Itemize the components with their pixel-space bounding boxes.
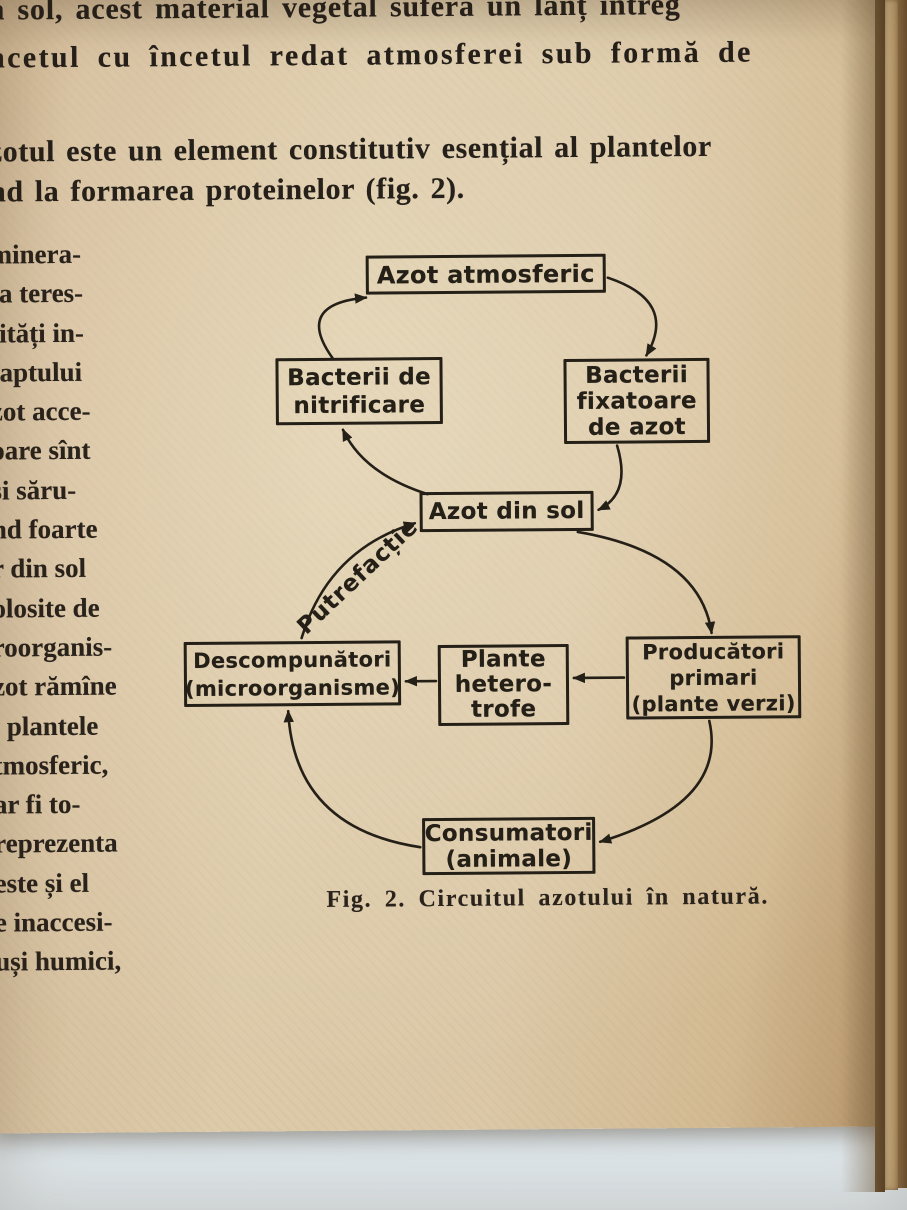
left-column-line: olosite de <box>0 592 100 624</box>
figure-caption: Fig. 2. Circuitul azotului în natură. <box>326 883 770 913</box>
body-text-line: zotul este un element constitutiv esenți… <box>0 129 712 169</box>
left-text-column: minera- ța teres- tități in- faptului zo… <box>0 234 181 982</box>
left-column-line: uși humici, <box>0 945 122 977</box>
arrow-producatori-to-consumatori <box>598 719 713 844</box>
left-column-line: e inaccesi- <box>0 906 113 938</box>
arrow-consumatori-to-descompunatori <box>283 709 422 849</box>
figure-box-azot-din-sol: Azot din sol <box>419 490 594 533</box>
left-column-line: r din sol <box>0 553 87 584</box>
left-column-line: nd foarte <box>0 513 98 545</box>
cycle-arrows <box>283 276 716 849</box>
figure-box-producatori-primari: Producători primari (plante verzi) <box>625 635 802 720</box>
body-text-line: n sol, acest material vegetal suferă un … <box>0 0 681 27</box>
left-column-line: ța teres- <box>0 278 84 309</box>
left-column-line: reprezenta <box>0 828 118 859</box>
left-column-line: , plantele <box>0 710 99 742</box>
arrow-fixatoare-to-azot-din-sol <box>597 444 623 512</box>
left-column-line: tmosferic, <box>0 749 109 781</box>
left-column-line: și săru- <box>0 474 77 506</box>
page-curl-shadow <box>841 0 877 1192</box>
left-column-line: roorganis- <box>0 631 113 663</box>
arrow-azot-din-sol-to-nitrificare <box>341 428 429 496</box>
left-column-line: este și el <box>0 867 90 899</box>
left-column-line: faptului <box>0 356 83 388</box>
left-column-line: ar fi to- <box>0 789 81 820</box>
nitrogen-cycle-diagram: Azot atmosferic Bacterii de nitrificare … <box>178 242 815 909</box>
arrow-nitrificare-to-atmosferic <box>317 293 368 360</box>
figure-box-bacterii-fixatoare: Bacterii fixatoare de azot <box>563 357 711 445</box>
arrow-putrefactie-to-azot-din-sol <box>300 521 417 640</box>
book-edge-outer <box>898 0 907 1188</box>
left-column-line: zot acce- <box>0 395 91 427</box>
book-page: n sol, acest material vegetal suferă un … <box>0 0 901 1134</box>
underlying-page-edge <box>885 0 898 1190</box>
figure-box-consumatori: Consumatori (animale) <box>422 816 596 876</box>
figure-box-azot-atmosferic: Azot atmosferic <box>365 253 606 295</box>
left-column-line: minera- <box>0 238 82 270</box>
arrow-azot-din-sol-to-producatori <box>576 530 716 635</box>
figure-box-bacterii-nitrificare: Bacterii de nitrificare <box>275 356 443 426</box>
left-column-line: tități in- <box>0 317 85 349</box>
page-edge-dark <box>875 0 885 1192</box>
body-text-line: nd la formarea proteinelor (fig. 2). <box>0 171 465 209</box>
arrow-atmosferic-to-fixatoare <box>606 276 658 357</box>
left-column-line: oare sînt <box>0 435 91 467</box>
figure-box-descompunatori: Descompunători (microorganisme) <box>183 640 402 708</box>
body-text-line: ncetul cu încetul redat atmosferei sub f… <box>0 35 753 75</box>
figure-box-plante-heterotrofe: Plante hetero- trofe <box>437 644 570 727</box>
left-column-line: zot rămîne <box>0 670 117 702</box>
